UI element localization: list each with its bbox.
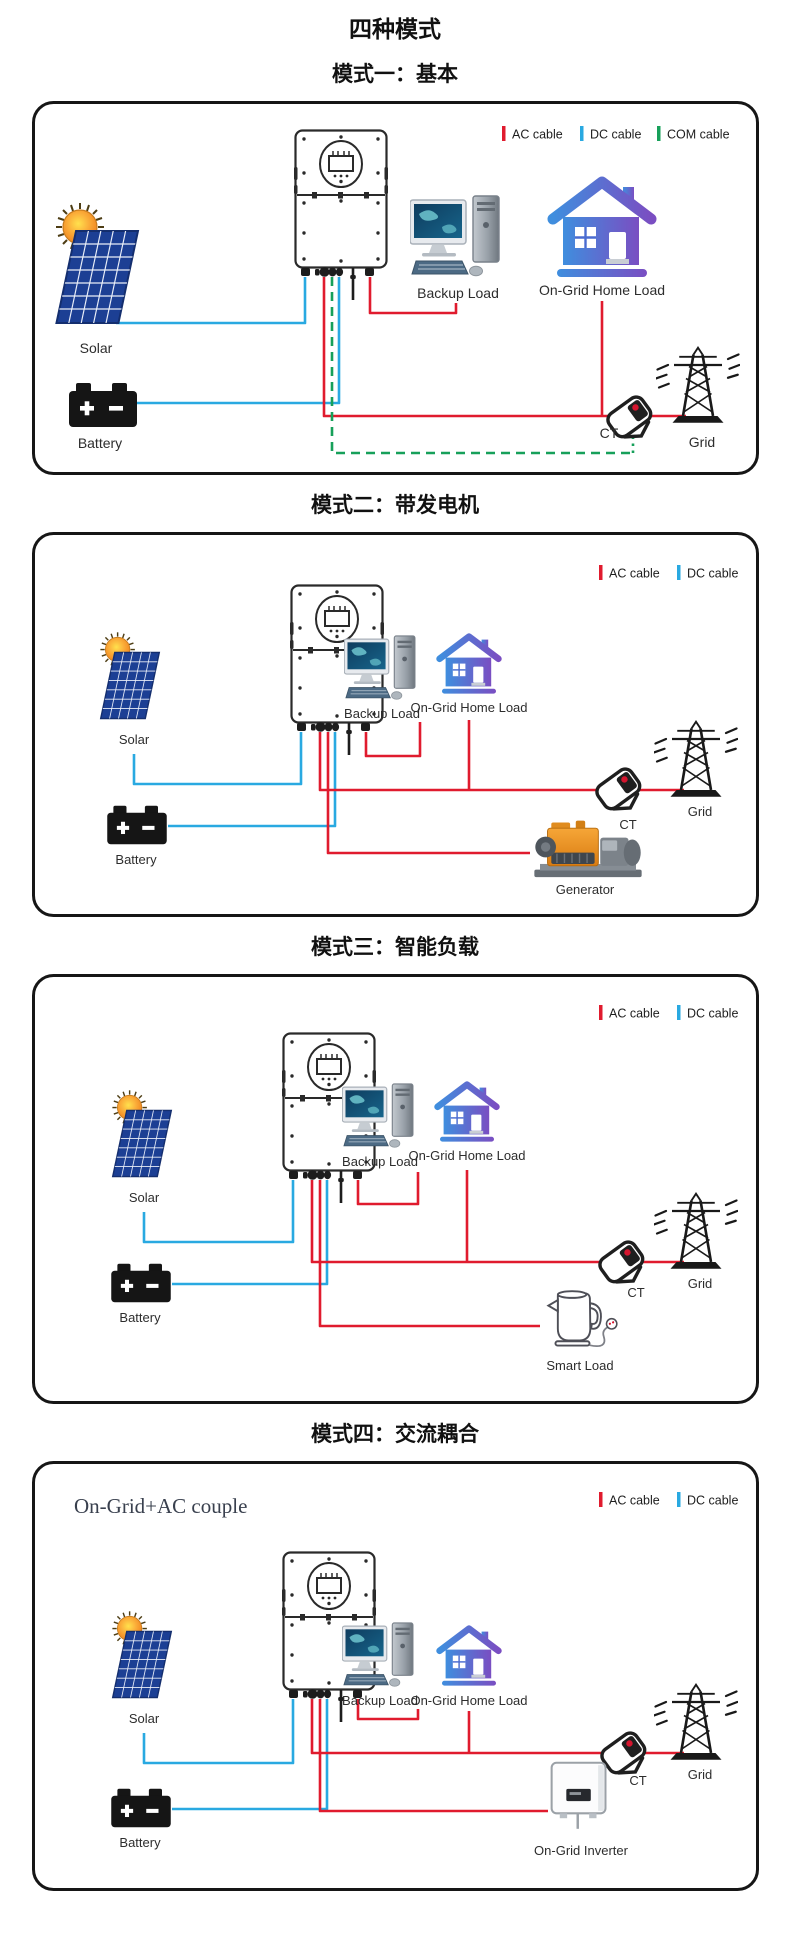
- ac-cable-ongrid-inverter: [318, 1699, 548, 1813]
- dc-cable-solar: [142, 1699, 294, 1765]
- dc-cable-solar: [142, 1180, 294, 1244]
- section-title-mode-3: 模式三：智能负载: [311, 936, 479, 959]
- ac-cable-grid-bus: [322, 277, 686, 418]
- legend: AC cable DC cable: [598, 1005, 738, 1021]
- battery-label: Battery: [115, 852, 157, 867]
- battery-label: Battery: [77, 435, 121, 451]
- legend-label-ac: AC cable: [512, 128, 563, 142]
- legend-swatch-dc: [676, 1005, 680, 1020]
- grid-label: Grid: [688, 434, 714, 450]
- diagram-mode-4-ac-couple: On-Grid+AC couple AC cable DC cable Sola…: [31, 1461, 759, 1891]
- section-title-mode-4: 模式四：交流耦合: [311, 1423, 479, 1446]
- solar-label: Solar: [128, 1711, 159, 1726]
- generator-label: Generator: [555, 882, 614, 897]
- ac-cable-grid-bus: [310, 1699, 684, 1755]
- legend-swatch-dc: [676, 1492, 680, 1507]
- legend-swatch-ac: [501, 126, 505, 141]
- legend-label-dc: DC cable: [687, 567, 738, 581]
- ac-couple-annotation: On-Grid+AC couple: [74, 1494, 247, 1518]
- dc-cable-battery: [135, 277, 340, 405]
- ct-label: CT: [599, 425, 618, 441]
- legend-label-dc: DC cable: [687, 1007, 738, 1021]
- solar-label: Solar: [128, 1190, 159, 1205]
- ac-cable-backup-load: [356, 1699, 419, 1721]
- legend: AC cable DC cable: [598, 565, 738, 581]
- legend-swatch-dc: [579, 126, 583, 141]
- section-mode-4: 模式四：交流耦合 On-Grid+AC couple AC cable DC c…: [0, 1418, 790, 1891]
- backup-load-label: Backup Load: [417, 285, 499, 301]
- section-title-mode-1: 模式一：基本: [332, 63, 458, 86]
- grid-label: Grid: [687, 1276, 712, 1291]
- smart-load-label: Smart Load: [546, 1358, 613, 1373]
- legend-label-ac: AC cable: [609, 1494, 660, 1508]
- grid-label: Grid: [687, 804, 712, 819]
- panel-border: [31, 974, 759, 1404]
- ct-label: CT: [629, 1773, 646, 1788]
- diagram-mode-2-generator: AC cable DC cable Solar Battery Backup L…: [31, 532, 759, 917]
- diagram-mode-3-smart-load: AC cable DC cable Solar Battery Backup L…: [31, 974, 759, 1404]
- solar-label: Solar: [118, 732, 149, 747]
- legend-label-ac: AC cable: [609, 1007, 660, 1021]
- diagram-mode-1-basic: AC cable DC cable COM cable Solar Batter…: [31, 101, 759, 475]
- ac-cable-smart-load: [318, 1180, 540, 1328]
- legend-swatch-ac: [598, 565, 602, 580]
- ac-cable-backup-load: [364, 722, 421, 758]
- ongrid-inverter-label: On-Grid Inverter: [534, 1843, 629, 1858]
- backup-load-label: Backup Load: [342, 1693, 418, 1708]
- home-load-label: On-Grid Home Load: [410, 1693, 527, 1708]
- legend: AC cable DC cable: [598, 1492, 738, 1508]
- legend-label-com: COM cable: [667, 128, 730, 142]
- ac-cable-backup-load: [356, 1172, 419, 1206]
- legend-label-dc: DC cable: [687, 1494, 738, 1508]
- legend-label-dc: DC cable: [590, 128, 641, 142]
- grid-label: Grid: [687, 1767, 712, 1782]
- legend: AC cable DC cable COM cable: [501, 126, 730, 142]
- dc-cable-solar: [115, 277, 306, 325]
- ct-label: CT: [627, 1285, 644, 1300]
- legend-swatch-ac: [598, 1005, 602, 1020]
- ac-cable-generator: [326, 732, 530, 855]
- battery-label: Battery: [119, 1310, 161, 1325]
- hybrid-inverter-icon: [293, 129, 388, 301]
- dc-cable-battery: [171, 1699, 328, 1811]
- solar-label: Solar: [79, 340, 112, 356]
- home-load-label: On-Grid Home Load: [410, 700, 527, 715]
- home-load-label: On-Grid Home Load: [408, 1148, 525, 1163]
- page-title: 四种模式: [349, 16, 441, 42]
- com-cable: [330, 277, 633, 455]
- ac-cable-backup-load: [368, 277, 457, 315]
- backup-load-label: Backup Load: [342, 1154, 418, 1169]
- section-mode-1: 模式一：基本 AC cable DC cable COM cable Solar…: [0, 58, 790, 475]
- section-title-mode-2: 模式二：带发电机: [311, 494, 479, 517]
- battery-label: Battery: [119, 1835, 161, 1850]
- section-mode-3: 模式三：智能负载 AC cable DC cable Solar Battery…: [0, 931, 790, 1404]
- legend-swatch-ac: [598, 1492, 602, 1507]
- ct-label: CT: [619, 817, 636, 832]
- legend-swatch-dc: [676, 565, 680, 580]
- section-mode-2: 模式二：带发电机 AC cable DC cable Solar Battery…: [0, 489, 790, 917]
- backup-load-label: Backup Load: [344, 706, 420, 721]
- dc-cable-solar: [132, 732, 302, 786]
- panel-border: [31, 532, 759, 917]
- dc-cable-battery: [171, 1180, 328, 1286]
- ac-cable-grid-bus: [310, 1180, 684, 1264]
- home-load-label: On-Grid Home Load: [538, 282, 664, 298]
- legend-swatch-com: [656, 126, 660, 141]
- dc-cable-battery: [167, 732, 336, 828]
- legend-label-ac: AC cable: [609, 567, 660, 581]
- ac-cable-grid-bus: [318, 732, 684, 792]
